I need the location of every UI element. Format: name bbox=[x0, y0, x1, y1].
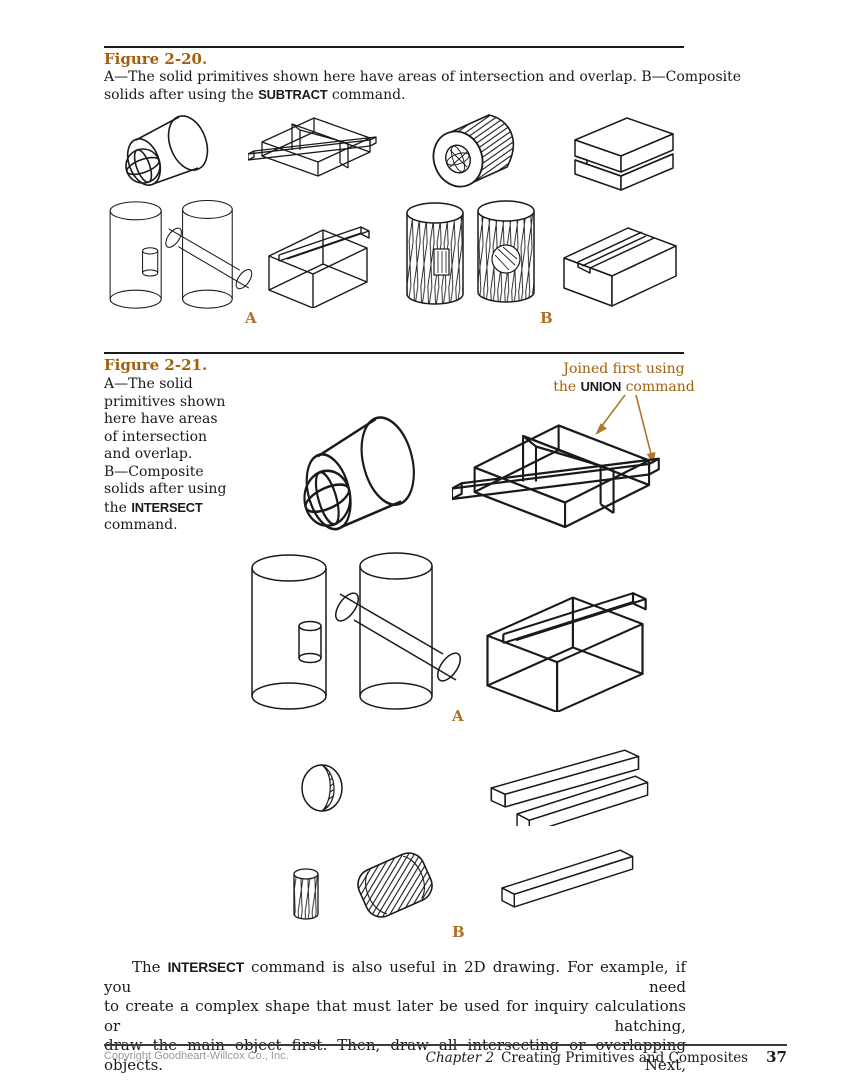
drawing-cylinder-sphere-wireframe-large bbox=[297, 407, 425, 538]
footer-chapter: Chapter 2 Creating Primitives and Composi… bbox=[400, 1048, 787, 1066]
drawing-interlocked-bars-wireframe bbox=[248, 117, 377, 177]
subtract-command-label: SUBTRACT bbox=[258, 87, 328, 102]
annotation-text: command bbox=[621, 379, 695, 395]
figure-2-20-label-b: B bbox=[540, 309, 553, 327]
page-number: 37 bbox=[766, 1048, 787, 1066]
drawing-small-cylinder-solid bbox=[293, 868, 319, 920]
caption-line: and overlap. bbox=[104, 446, 193, 462]
caption-text: command. bbox=[327, 87, 406, 103]
caption-line: command. bbox=[104, 517, 178, 533]
drawing-two-cylinders-with-holes-solid bbox=[406, 200, 535, 305]
figure-2-21-label-a: A bbox=[452, 707, 464, 725]
drawing-box-and-bar-wireframe-large bbox=[486, 592, 647, 712]
drawing-box-and-bar-wireframe bbox=[268, 226, 370, 308]
caption-line: here have areas bbox=[104, 411, 218, 427]
chapter-number: Chapter 2 bbox=[425, 1050, 495, 1066]
union-command-label: UNION bbox=[580, 379, 622, 394]
caption-line: solids after using bbox=[104, 481, 227, 497]
caption-line: of intersection bbox=[104, 428, 208, 445]
figure-2-20-caption-line-2: solids after using the SUBTRACT command. bbox=[104, 86, 406, 105]
figure-2-20-title: Figure 2-20. bbox=[104, 50, 208, 68]
union-annotation: Joined first using the UNION command bbox=[550, 360, 698, 396]
figure-2-21-top-rule bbox=[104, 352, 684, 354]
footer-rule bbox=[104, 1044, 787, 1046]
drawing-cylinder-with-hole-solid bbox=[432, 114, 515, 188]
annotation-line-1: Joined first using bbox=[563, 361, 685, 377]
figure-2-20-top-rule bbox=[104, 46, 684, 48]
intersect-command-label: INTERSECT bbox=[167, 960, 245, 975]
body-paragraph: The INTERSECT command is also useful in … bbox=[104, 958, 686, 1075]
caption-line-command: the INTERSECT bbox=[104, 499, 244, 518]
paragraph-line-1: The INTERSECT command is also useful in … bbox=[104, 958, 686, 997]
drawing-slotted-block-solid bbox=[563, 227, 677, 307]
caption-text: solids after using the bbox=[104, 87, 259, 103]
figure-2-20-label-a: A bbox=[245, 309, 257, 327]
annotation-line-2: the UNION command bbox=[550, 378, 698, 396]
paragraph-text: command is also useful in 2D drawing. Fo… bbox=[104, 958, 686, 996]
drawing-two-bars-solid bbox=[490, 749, 649, 826]
figure-2-21-caption: A—The solid primitives shown here have a… bbox=[104, 376, 244, 535]
annotation-text: the bbox=[553, 379, 581, 395]
chapter-title: Creating Primitives and Composites bbox=[501, 1050, 749, 1066]
drawing-lens-intersection-solid bbox=[301, 764, 343, 812]
paragraph-line-2: to create a complex shape that must late… bbox=[104, 997, 686, 1035]
caption-line: A—The solid bbox=[104, 376, 193, 392]
figure-2-21-label-b: B bbox=[452, 923, 465, 941]
drawing-angled-cylinder-solid bbox=[357, 852, 433, 918]
figure-2-20-caption-line-1: A—The solid primitives shown here have a… bbox=[104, 69, 742, 85]
drawing-notched-block-solid bbox=[574, 117, 674, 191]
drawing-crossing-cylinders-wireframe-large bbox=[333, 552, 463, 710]
caption-text: the bbox=[104, 499, 132, 516]
figure-2-21-title: Figure 2-21. bbox=[104, 356, 208, 374]
drawing-cylinder-with-band-wireframe bbox=[251, 554, 327, 710]
drawing-cylinder-sphere-wireframe bbox=[120, 109, 216, 191]
intersect-command-label: INTERSECT bbox=[131, 499, 203, 515]
caption-line: B—Composite bbox=[104, 463, 204, 480]
drawing-joined-bars-wireframe bbox=[452, 424, 660, 529]
drawing-crossing-cylinders-wireframe bbox=[109, 199, 255, 309]
caption-line: primitives shown bbox=[104, 393, 226, 410]
paragraph-text: The bbox=[132, 958, 168, 976]
drawing-long-bar-solid bbox=[501, 849, 634, 908]
footer-copyright: Copyright Goodheart-Willcox Co., Inc. bbox=[104, 1050, 289, 1062]
